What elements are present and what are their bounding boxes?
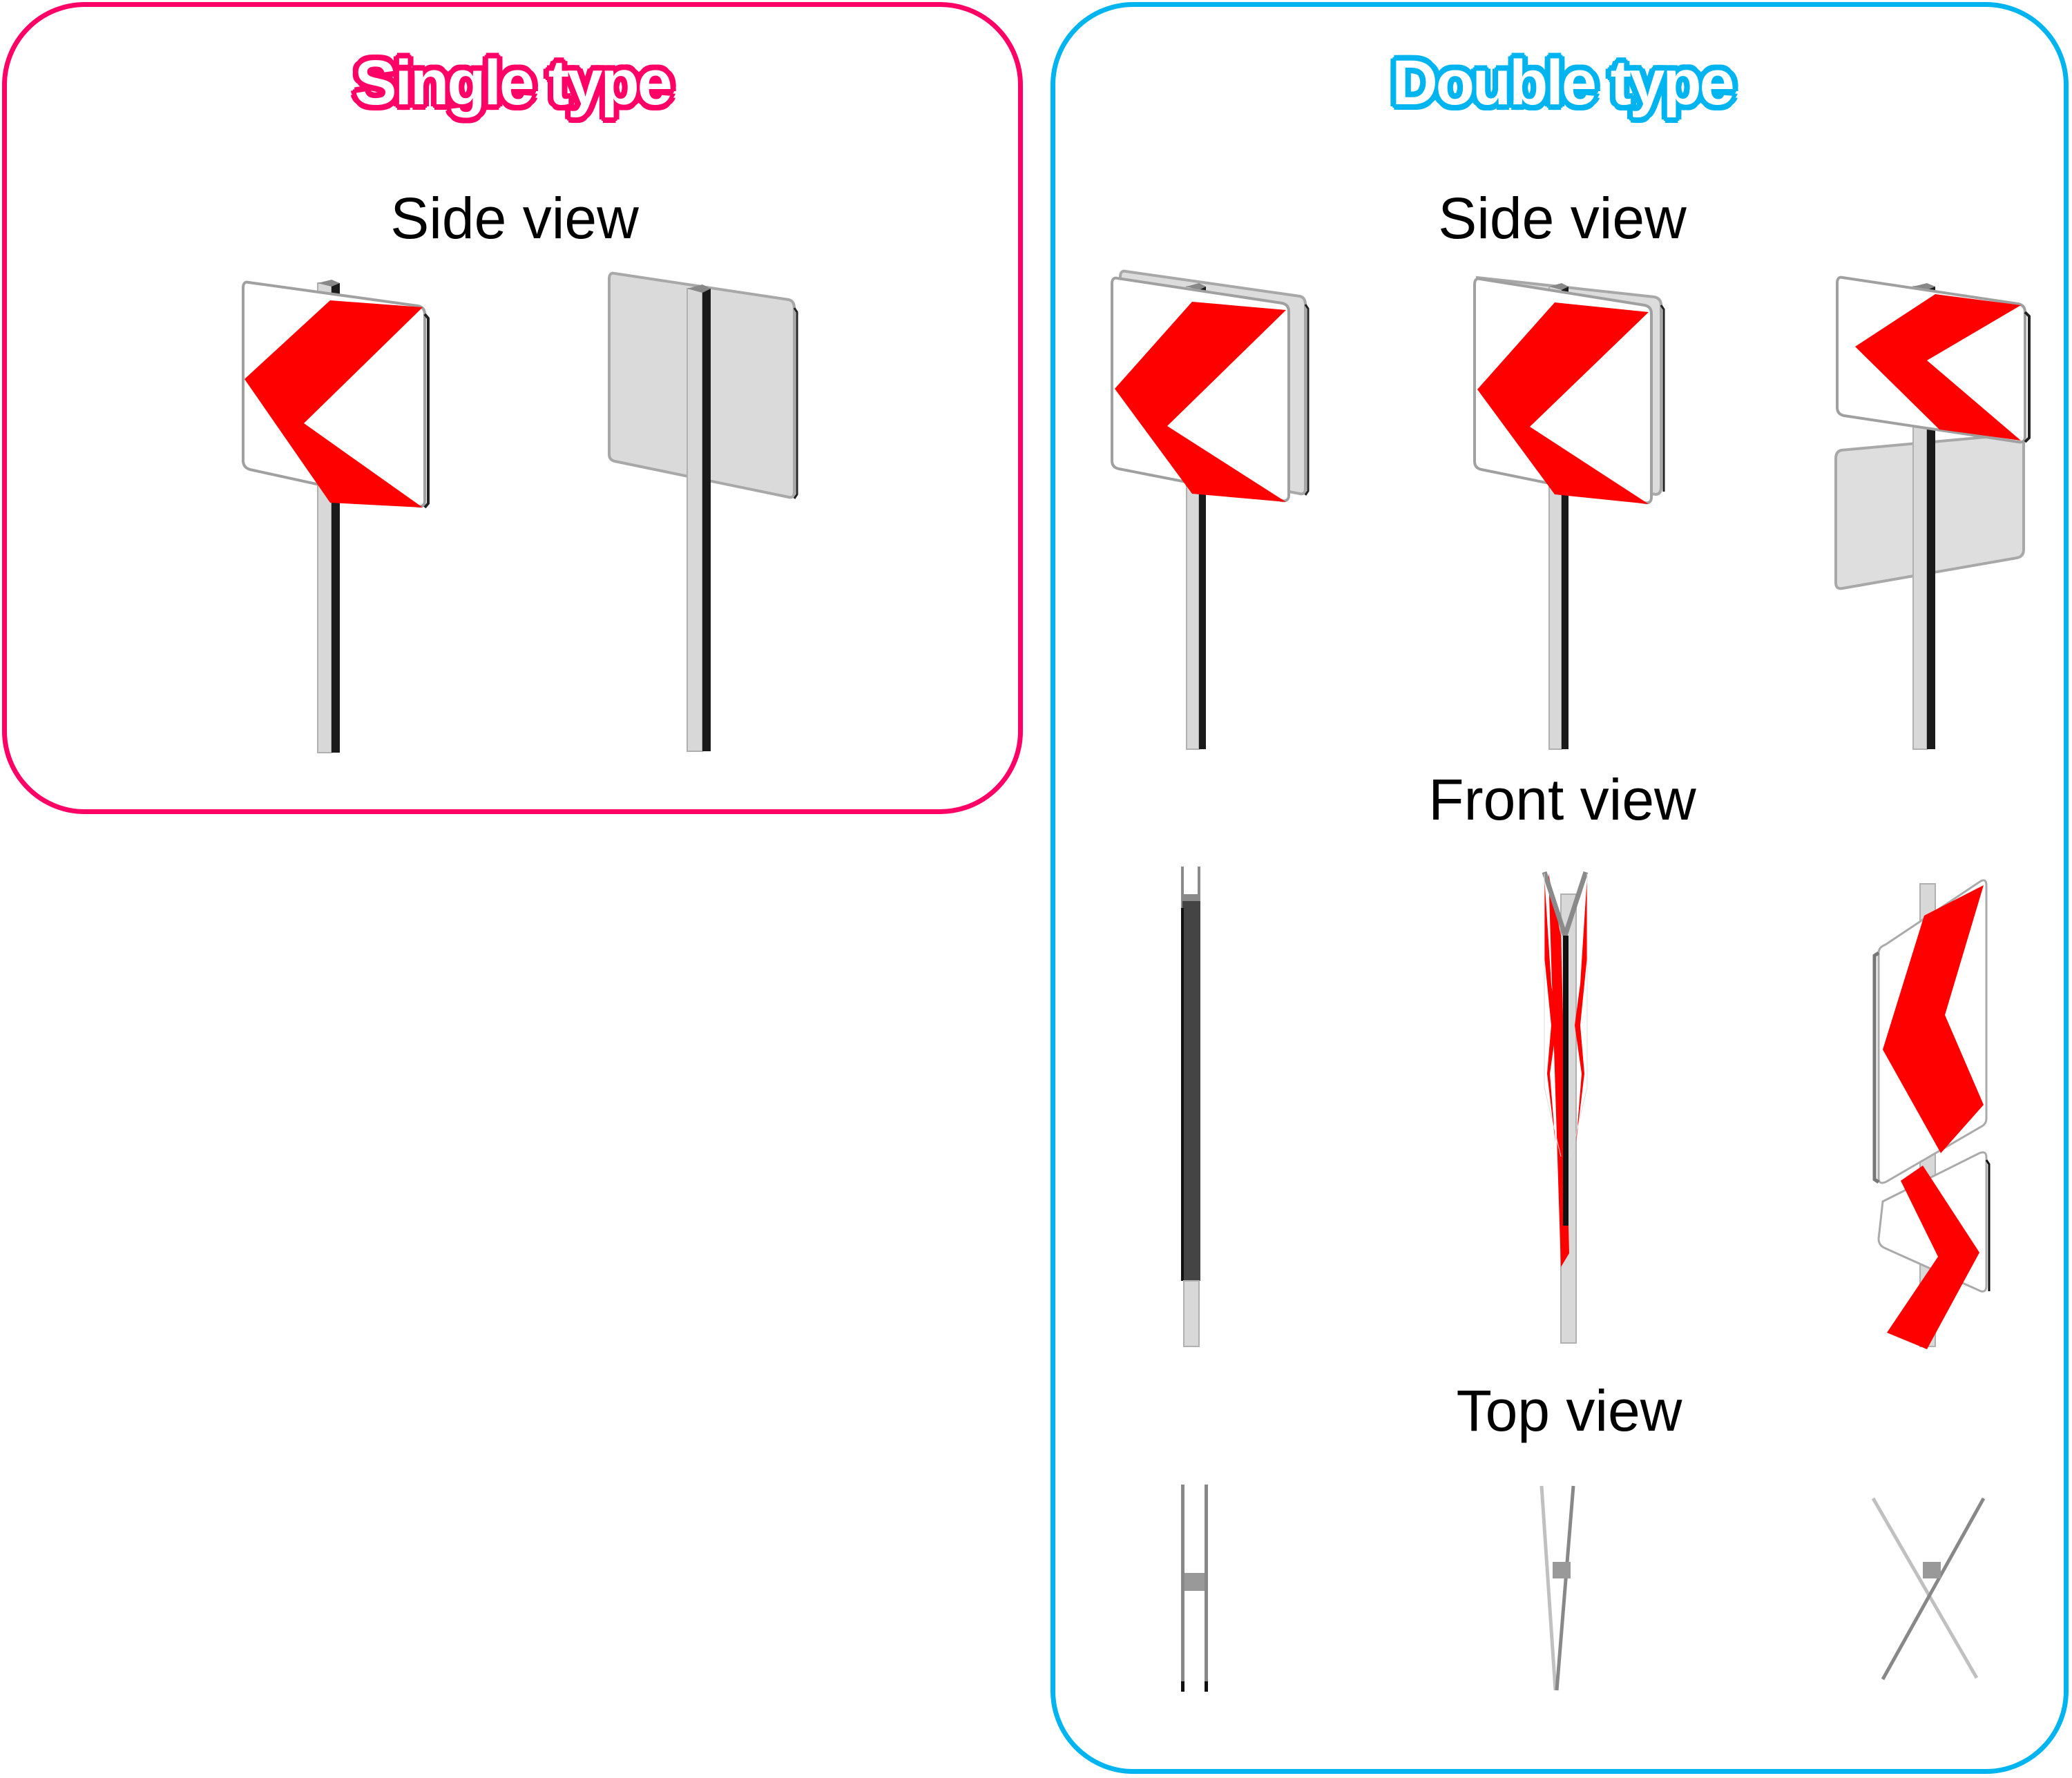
cross-double-side-sign-icon [1834,276,2031,750]
double-top-view-heading: Top view [1456,1378,1682,1443]
v-double-front-sign-icon [1542,871,1589,1344]
double-type-title: Double type [1392,48,1734,118]
parallel-double-front-sign-icon [1181,867,1200,1347]
single-side-view-heading: Side view [390,186,639,251]
single-back-face-sign-icon [608,271,798,752]
v-double-side-sign-icon [1473,276,1665,750]
double-front-view-heading: Front view [1428,767,1696,832]
cross-double-top-icon [1871,1497,1986,1681]
double-side-view-heading: Side view [1438,186,1687,251]
single-front-face-sign-icon [242,280,430,753]
single-type-panel [2,2,1023,814]
v-double-top-icon [1539,1485,1575,1691]
single-type-title: Single type [354,48,673,118]
parallel-double-side-sign-icon [1111,269,1310,750]
parallel-double-top-icon [1181,1485,1208,1692]
cross-double-front-sign-icon [1872,879,1991,1349]
